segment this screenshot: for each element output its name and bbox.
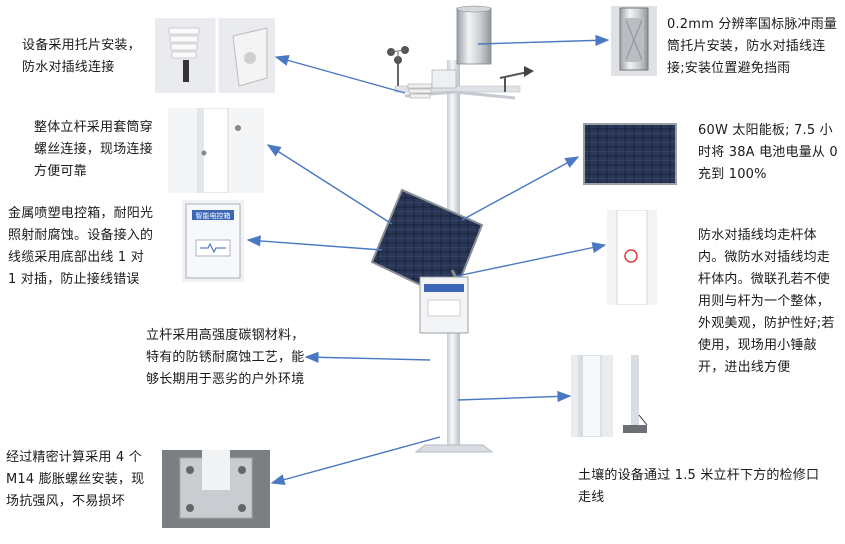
callout-arrows <box>246 34 610 486</box>
caption-rain-gauge: 0.2mm 分辨率国标脉冲雨量筒托片安装，防水对插线连接;安装位置避免挡雨 <box>667 17 838 76</box>
service-port-photo-1 <box>571 355 613 437</box>
caption-bracket-mount: 设备采用托片安装，防水对插线连接 <box>22 38 141 75</box>
rain-gauge-photo <box>611 6 657 76</box>
marker-circle <box>624 249 638 263</box>
bracket-mount-photo <box>155 18 275 93</box>
pole-sleeve-photo <box>168 108 264 193</box>
caption-solar-panel: 60W 太阳能板; 7.5 小时将 38A 电池电量从 0 充到 100% <box>698 123 838 182</box>
service-port-photo-2 <box>617 355 657 437</box>
control-box-photo: 智能电控箱 <box>182 200 244 282</box>
caption-pole-sleeve: 整体立杆采用套筒穿螺丝连接，现场连接方便可靠 <box>34 120 153 179</box>
control-box <box>419 276 469 334</box>
rain-gauge-cylinder <box>456 7 492 65</box>
caption-control-box: 金属喷塑电控箱，耐阳光照射耐腐蚀。设备接入的线缆采用底部出线 1 对 1 对插，… <box>8 206 154 287</box>
caption-soil-routing: 土壤的设备通过 1.5 米立杆下方的检修口走线 <box>578 468 820 505</box>
caption-pole-material: 立杆采用高强度碳钢材料，特有的防锈耐腐蚀工艺，能够长期用于恶劣的户外环境 <box>146 328 305 387</box>
base-plate <box>414 444 494 453</box>
base-bolts-photo <box>162 450 270 528</box>
caption-base-bolts: 经过精密计算采用 4 个 M14 膨胀螺丝安装，现场抗强风，不易损坏 <box>6 450 145 509</box>
caption-cable-routing: 防水对插线均走杆体内。微防水对插线均走杆体内。微联孔若不使用则与杆为一个整体，外… <box>698 228 835 375</box>
solar-panel-photo <box>580 120 680 190</box>
box-plate-text: 智能电控箱 <box>196 211 231 220</box>
cable-routing-photo <box>607 210 657 305</box>
radiation-shield <box>407 83 433 99</box>
